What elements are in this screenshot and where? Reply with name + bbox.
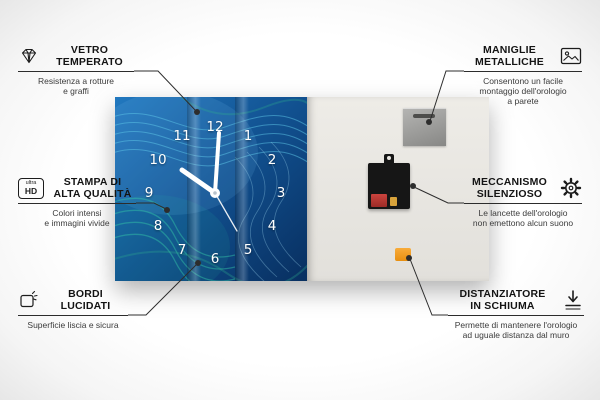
gear-icon — [560, 177, 582, 199]
callout-maniglie-metalliche: MANIGLIE METALLICHE Consentono un facile… — [464, 44, 582, 106]
callout-distanziatore-schiuma: DISTANZIATORE IN SCHIUMA Permette di man… — [448, 288, 584, 340]
callout-title: MANIGLIE METALLICHE — [475, 44, 544, 68]
divider — [18, 71, 134, 72]
callout-header: BORDI LUCIDATI — [18, 288, 128, 312]
ultra-hd-icon-text-bottom: HD — [24, 185, 38, 196]
clock-number: 4 — [267, 218, 277, 234]
polished-edge-icon — [18, 290, 38, 310]
divider — [18, 203, 136, 204]
callout-meccanismo-silenzioso: MECCANISMO SILENZIOSO — [464, 176, 582, 228]
callout-title: BORDI LUCIDATI — [60, 288, 111, 312]
clock-number: 10 — [149, 152, 167, 168]
diamond-icon — [18, 47, 40, 65]
clock-front-panel: 12 1 2 3 4 5 6 7 8 9 10 11 — [115, 97, 307, 281]
spacer-arrow-icon — [562, 289, 584, 311]
clock-number: 3 — [276, 185, 286, 201]
clock-number: 2 — [267, 152, 277, 168]
glass-fold-highlight — [187, 97, 201, 281]
callout-subtitle: Resistenza a rotture e graffi — [37, 76, 115, 96]
divider — [448, 315, 584, 316]
product-image: 12 1 2 3 4 5 6 7 8 9 10 11 — [115, 97, 489, 281]
clock-hands — [179, 131, 238, 232]
ultra-hd-icon-text-top: ultra — [25, 180, 37, 186]
mechanism-hook — [384, 154, 394, 164]
clock-number: 8 — [153, 218, 163, 234]
divider — [464, 203, 582, 204]
callout-bordi-lucidati: BORDI LUCIDATI Superficie liscia e sicur… — [18, 288, 128, 330]
clock-mechanism — [368, 154, 410, 209]
battery-contact — [390, 197, 397, 206]
glass-fold-highlight — [235, 97, 249, 281]
clock-number: 1 — [243, 128, 253, 144]
clock-number: 5 — [243, 242, 253, 258]
callout-subtitle: Le lancette dell'orologio non emettono a… — [472, 208, 574, 228]
callout-title: STAMPA DI ALTA QUALITÀ — [53, 176, 132, 200]
callout-vetro-temperato: VETRO TEMPERATO Resistenza a rotture e g… — [18, 44, 134, 96]
clock-back-panel — [307, 97, 489, 281]
callout-subtitle: Superficie liscia e sicura — [27, 320, 119, 330]
callout-header: MECCANISMO SILENZIOSO — [464, 176, 582, 200]
callout-subtitle: Colori intensi e immagini vivide — [44, 208, 110, 228]
clock-number: 7 — [177, 242, 187, 258]
callout-subtitle: Permette di mantenere l'orologio ad ugua… — [454, 320, 578, 340]
clock-number: 6 — [210, 251, 220, 267]
callout-title: MECCANISMO SILENZIOSO — [472, 176, 547, 200]
callout-subtitle: Consentono un facile montaggio dell'orol… — [479, 76, 567, 106]
callout-stampa-alta-qualita: ultra HD STAMPA DI ALTA QUALITÀ Colori i… — [18, 176, 136, 228]
picture-frame-icon — [560, 47, 582, 65]
clock-number: 11 — [173, 128, 191, 144]
clock-number: 9 — [144, 185, 154, 201]
battery — [371, 194, 387, 207]
callout-header: MANIGLIE METALLICHE — [464, 44, 582, 68]
hour-hand — [179, 167, 218, 196]
divider — [464, 71, 582, 72]
callout-title: DISTANZIATORE IN SCHIUMA — [459, 288, 546, 312]
callout-header: VETRO TEMPERATO — [18, 44, 134, 68]
ultra-hd-icon: ultra HD — [18, 177, 44, 199]
metal-hanging-plate — [403, 108, 446, 146]
callout-header: ultra HD STAMPA DI ALTA QUALITÀ — [18, 176, 136, 200]
minute-hand — [213, 131, 221, 195]
divider — [18, 315, 128, 316]
clock-number: 12 — [206, 119, 224, 135]
callout-title: VETRO TEMPERATO — [56, 44, 123, 68]
hanging-slot — [413, 114, 435, 118]
foam-spacer — [395, 248, 411, 261]
callout-header: DISTANZIATORE IN SCHIUMA — [448, 288, 584, 312]
second-hand — [214, 192, 238, 232]
